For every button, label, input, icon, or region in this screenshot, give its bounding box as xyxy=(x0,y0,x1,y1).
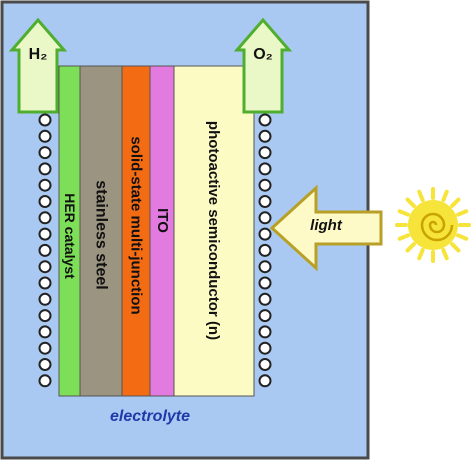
o2-arrow-icon xyxy=(233,17,293,114)
h2-bubble xyxy=(38,243,52,257)
o2-bubble xyxy=(258,195,272,208)
o2-bubble xyxy=(258,227,272,241)
h2-bubble xyxy=(38,195,52,208)
o2-bubbles xyxy=(258,113,272,388)
h2-bubble xyxy=(38,309,52,323)
o2-bubble xyxy=(258,178,272,192)
h2-label: H₂ xyxy=(28,46,48,63)
layer-multi-junction xyxy=(121,65,151,397)
sun-ray xyxy=(405,242,416,253)
sun-ray xyxy=(441,189,449,203)
h2-bubble xyxy=(38,178,52,192)
o2-bubble xyxy=(258,358,272,371)
layer-ito xyxy=(149,65,175,397)
o2-bubble xyxy=(258,146,272,160)
ito-label: ITO xyxy=(153,207,171,233)
sun-icon xyxy=(395,187,471,263)
o2-bubble xyxy=(258,292,272,306)
o2-bubble xyxy=(258,243,272,257)
layer-semiconductor xyxy=(173,65,255,397)
h2-bubble xyxy=(38,374,52,388)
o2-bubble xyxy=(258,260,272,274)
o2-bubble xyxy=(258,211,272,225)
o2-bubble xyxy=(258,325,272,339)
multi-junction-label: solid-state multi-junction xyxy=(127,135,145,315)
light-label: light xyxy=(310,217,342,234)
o2-bubble xyxy=(258,309,272,323)
h2-bubble xyxy=(38,211,52,225)
h2-bubble xyxy=(38,341,52,355)
h2-arrow-icon xyxy=(8,17,68,114)
h2-bubble xyxy=(38,113,52,127)
light-arrow-icon xyxy=(269,184,383,272)
h2-bubbles xyxy=(38,113,52,388)
h2-bubble xyxy=(38,325,52,339)
her-catalyst-label: HER catalyst xyxy=(61,193,78,279)
sun-ray xyxy=(417,189,425,203)
h2-bubble xyxy=(38,227,52,241)
h2-bubble xyxy=(38,358,52,371)
sun-ray xyxy=(450,197,461,208)
sun-ray xyxy=(397,233,411,241)
h2-bubble xyxy=(38,276,52,290)
o2-label: O₂ xyxy=(253,46,273,63)
sun-ray xyxy=(455,233,469,241)
layer-stainless-steel xyxy=(79,65,123,397)
h2-bubble xyxy=(38,292,52,306)
sun-ray xyxy=(397,209,411,217)
stainless-steel-label: stainless steel xyxy=(93,180,110,290)
o2-bubble xyxy=(258,276,272,290)
o2-bubble xyxy=(258,341,272,355)
semiconductor-label: photoactive semiconductor (n) xyxy=(205,120,223,340)
h2-bubble xyxy=(38,146,52,160)
sun-ray xyxy=(455,209,469,217)
sun-ray xyxy=(450,242,461,253)
o2-bubble xyxy=(258,162,272,176)
o2-bubble xyxy=(258,374,272,388)
sun-ray xyxy=(417,247,425,261)
sun-ray xyxy=(441,247,449,261)
sun-ray xyxy=(405,197,416,208)
h2-bubble xyxy=(38,129,52,143)
h2-bubble xyxy=(38,162,52,176)
h2-bubble xyxy=(38,260,52,274)
electrolyte-label: electrolyte xyxy=(109,408,191,425)
o2-bubble xyxy=(258,129,272,143)
o2-bubble xyxy=(258,113,272,127)
